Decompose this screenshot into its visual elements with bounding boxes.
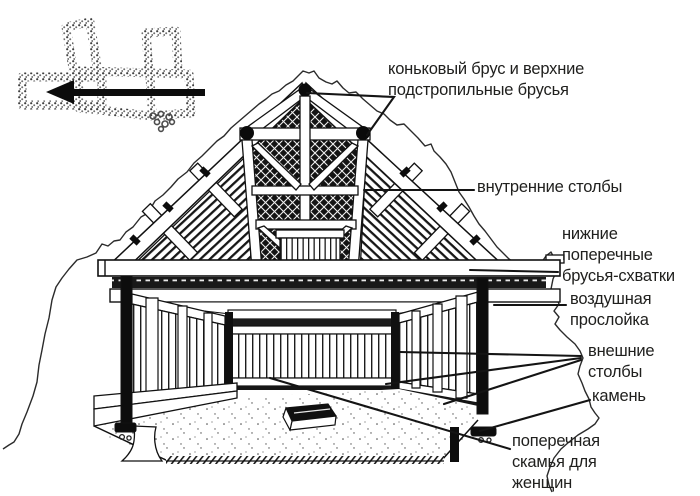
truss-mid-beam-1 (251, 185, 359, 196)
leader-ridge-beam (305, 91, 396, 137)
plan-stones (149, 110, 176, 133)
truss-brace (308, 142, 360, 191)
gable-rail (275, 229, 345, 239)
section-direction-arrow-icon (46, 80, 205, 104)
label-line: женщин (512, 474, 573, 492)
left-wall (131, 293, 226, 403)
back-planks (231, 333, 393, 379)
leader-stone (478, 398, 592, 433)
right-wall-post (455, 295, 468, 399)
label-stone: камень (592, 386, 646, 407)
label-air-gap: воздушная прослойка (570, 289, 652, 331)
torn-edge-outline (2, 70, 600, 493)
label-line: поперечная (512, 432, 600, 450)
foundation-stone (126, 435, 132, 441)
ground-hatch (166, 456, 444, 464)
finial-left (240, 126, 254, 140)
ridge-finial (298, 83, 312, 97)
air-gap-strip (112, 277, 546, 288)
leader-outer-posts (398, 350, 583, 358)
floor-plan-inset (17, 17, 205, 133)
label-line: скамья для (512, 453, 597, 471)
right-wall-post (411, 310, 421, 389)
floor-edge-leg (450, 427, 459, 462)
truss-mid-beam-2 (255, 219, 357, 230)
floor-surface (94, 389, 478, 461)
foundation-stone (118, 433, 126, 441)
label-inner-posts: внутренние столбы (477, 177, 622, 198)
label-lower-tie-beams: нижние поперечные брусья-схватки (562, 224, 675, 287)
truss-brace (250, 142, 302, 191)
bench-leg (120, 425, 164, 462)
label-women-bench: поперечная скамья для женщин (512, 431, 600, 494)
label-line: брусья-схватки (562, 267, 675, 285)
front-lintel (109, 288, 561, 303)
floor (93, 389, 479, 464)
leader-lines (268, 91, 592, 451)
leader-outer-posts (442, 358, 583, 406)
leader-lower-ties (468, 268, 560, 274)
label-line: воздушная (570, 290, 652, 308)
interior-room (93, 275, 561, 464)
roof-pegs (129, 166, 481, 246)
left-wall-post (203, 312, 213, 391)
label-line: внутренние столбы (477, 178, 623, 196)
outer-post-front-left (114, 275, 137, 441)
finial-right (356, 126, 370, 140)
leader-outer-posts (384, 356, 583, 386)
leader-women-bench (268, 376, 512, 451)
back-top-rail (231, 325, 393, 335)
back-bottom-rail (231, 377, 393, 387)
label-ridge-beam: коньковый брус и верхние подстропильные … (388, 59, 584, 101)
label-line: коньковый брус и верхние (388, 60, 585, 78)
label-outer-posts: внешние столбы (588, 341, 655, 383)
left-wall-post (145, 297, 159, 403)
back-lintel (227, 309, 397, 320)
women-bench (282, 403, 338, 432)
lower-tie-beam (97, 254, 565, 288)
label-line: камень (592, 387, 646, 405)
back-wall (225, 309, 399, 392)
label-line: прослойка (570, 311, 649, 329)
back-corner-post-right (391, 312, 399, 392)
label-line: внешние (588, 342, 655, 360)
label-line: нижние (562, 225, 618, 243)
right-wall-post (432, 303, 443, 393)
left-wall-post (177, 305, 188, 395)
label-line: подстропильные брусья (388, 81, 569, 99)
label-line: столбы (588, 363, 643, 381)
back-corner-post-left (225, 312, 233, 392)
post-finials (240, 83, 370, 140)
label-line: поперечные (562, 246, 653, 264)
plan-walls (17, 17, 196, 121)
